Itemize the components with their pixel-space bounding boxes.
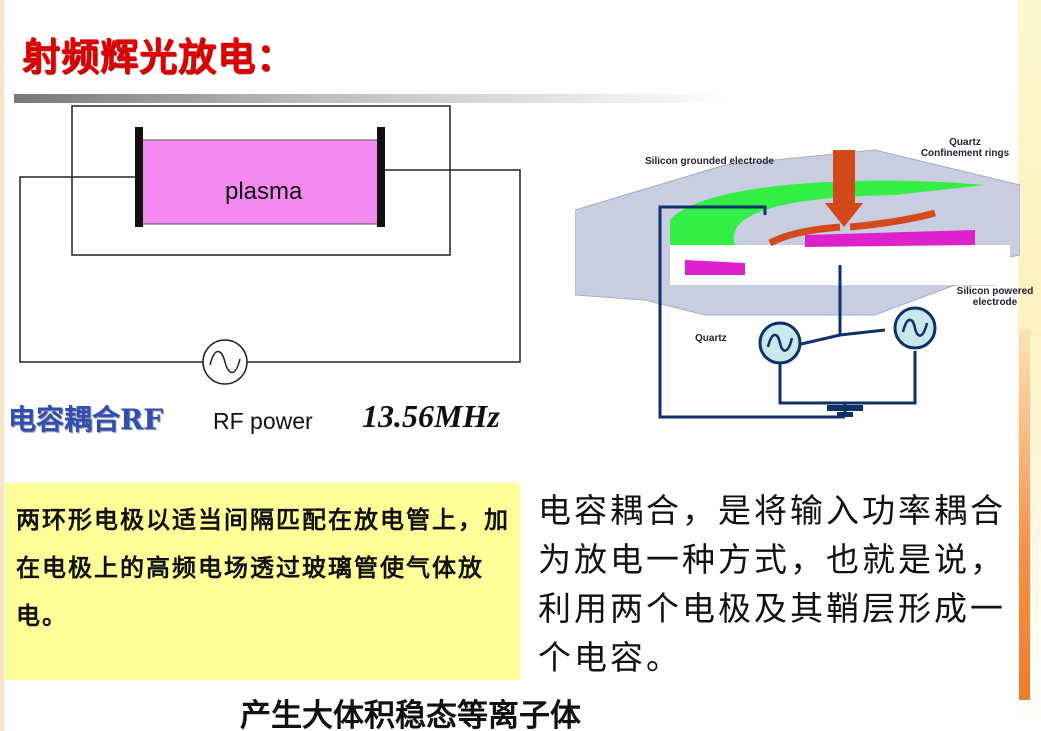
coupling-label: 电容耦合RF bbox=[8, 403, 164, 436]
ac-source-icon bbox=[758, 321, 802, 365]
circuit-diagram bbox=[19, 105, 521, 385]
wiring bbox=[658, 205, 917, 419]
label-quartz: Quartz bbox=[695, 333, 727, 344]
rf-power-label: RF power bbox=[213, 408, 313, 434]
conclusion-text: 产生大体积稳态等离子体 bbox=[240, 698, 581, 731]
flow-arrow-right bbox=[849, 209, 936, 231]
highlight-box bbox=[5, 483, 520, 680]
title-divider bbox=[14, 94, 734, 103]
label-grounded-electrode: Silicon grounded electrode bbox=[645, 156, 774, 167]
label-line: Quartz bbox=[949, 137, 981, 148]
ac-source-icon bbox=[202, 339, 248, 385]
label-line: Confinement rings bbox=[920, 148, 1010, 159]
ground-icon bbox=[827, 405, 863, 417]
magenta-ring-left bbox=[685, 260, 745, 275]
green-ring bbox=[670, 180, 985, 245]
ac-source-icon bbox=[893, 306, 937, 350]
magenta-ring-right bbox=[805, 230, 975, 247]
frequency-label: 13.56MHz bbox=[362, 398, 500, 434]
wire-right bbox=[247, 169, 521, 363]
slide-title: 射频辉光放电： bbox=[22, 35, 296, 79]
label-line: Silicon powered bbox=[956, 286, 1034, 297]
right-electrode bbox=[377, 127, 385, 227]
label-line: electrode bbox=[972, 297, 1018, 308]
wire-left bbox=[19, 176, 203, 363]
left-electrode bbox=[135, 127, 143, 227]
explanation-text: 电容耦合，是将输入功率耦合为放电一种方式，也就是说，利用两个电极及其鞘层形成一个… bbox=[538, 491, 1006, 677]
plasma-label: plasma bbox=[225, 178, 303, 205]
gas-arrow-head bbox=[825, 203, 863, 227]
orange-accent-bar bbox=[1019, 330, 1030, 700]
left-edge-decoration bbox=[0, 0, 4, 731]
flow-arrow-left bbox=[768, 223, 841, 247]
highlight-text: 两环形电极以适当间隔匹配在放电管上，加在电极上的高频电场透过玻璃管使气体放电。 bbox=[16, 506, 510, 630]
outer-tube-box bbox=[71, 105, 451, 256]
reactor-diagram bbox=[575, 149, 1020, 419]
gas-arrow-shaft bbox=[833, 150, 855, 205]
